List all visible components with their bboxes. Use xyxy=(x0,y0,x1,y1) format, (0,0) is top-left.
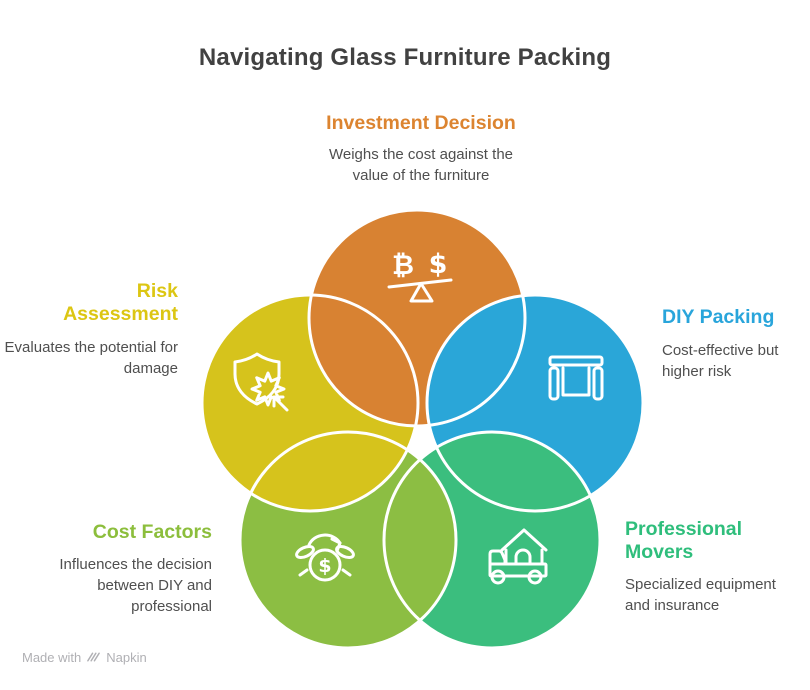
circle-diy-outline xyxy=(425,293,645,513)
node-label: Investment Decision xyxy=(326,112,516,134)
circle-cost-outline xyxy=(238,430,458,650)
page-title: Navigating Glass Furniture Packing xyxy=(198,44,612,71)
coin-dollar-symbol: $ xyxy=(318,555,331,577)
made-with-text: Made with xyxy=(22,650,82,665)
made-with-napkin-credit: Made with Napkin xyxy=(22,650,147,665)
node-diy-packing: DIY Packing Cost-effective but higher ri… xyxy=(662,306,810,382)
moving-truck-icon xyxy=(488,528,548,585)
node-label: Professional Movers xyxy=(625,518,743,563)
node-description: Evaluates the potential for damage xyxy=(4,339,178,377)
venn-fills xyxy=(202,210,643,648)
bitcoin-symbol: ₿ xyxy=(392,250,414,281)
node-cost-factors: Cost Factors Influences the decision bet… xyxy=(32,521,212,617)
brand-text: Napkin xyxy=(106,650,147,665)
node-investment-decision: Investment Decision Weighs the cost agai… xyxy=(261,112,581,186)
shield-impact-icon xyxy=(233,352,289,412)
node-label: DIY Packing xyxy=(662,306,775,328)
node-label: Risk Assessment xyxy=(63,280,178,325)
venn-outlines xyxy=(200,208,645,650)
node-label: Cost Factors xyxy=(92,521,212,543)
circle-movers-outline xyxy=(382,430,602,650)
dollar-symbol: $ xyxy=(429,249,448,280)
cost-cycle-icon: $ xyxy=(295,533,355,582)
node-description: Cost-effective but higher risk xyxy=(662,342,779,380)
node-description: Specialized equipment and insurance xyxy=(625,576,776,614)
node-professional-movers: Professional Movers Specialized equipmen… xyxy=(625,518,800,616)
node-description: Influences the decision between DIY and … xyxy=(59,556,212,615)
balance-scale-icon: ₿ $ xyxy=(387,249,453,303)
node-description: Weighs the cost against the value of the… xyxy=(329,146,513,184)
furniture-icon xyxy=(548,355,604,401)
circle-risk-outline xyxy=(200,293,420,513)
circle-cost-factors-overlap xyxy=(384,432,456,648)
napkin-logo-icon xyxy=(87,652,101,662)
node-risk-assessment: Risk Assessment Evaluates the potential … xyxy=(2,280,178,379)
